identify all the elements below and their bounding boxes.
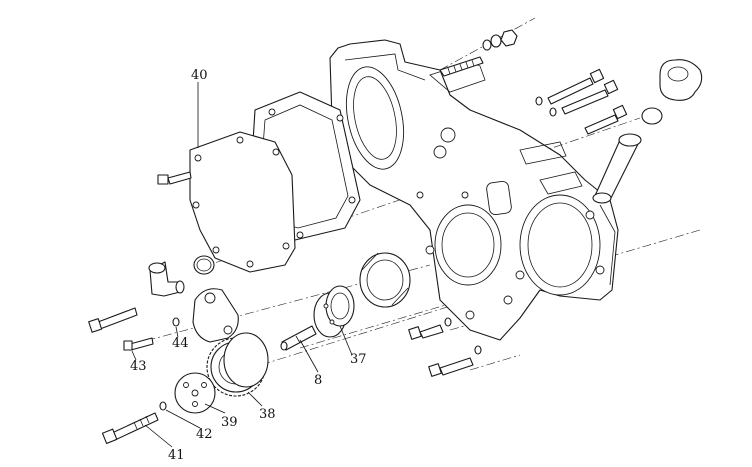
washer-42 [159, 401, 167, 411]
hub-37 [313, 285, 355, 338]
callout-39: 39 [221, 415, 238, 430]
callout-40: 40 [191, 68, 208, 83]
bore-center [434, 204, 502, 286]
gear-38 [206, 332, 269, 397]
gear-case-housing [329, 39, 619, 341]
crank-seal-ring [359, 252, 411, 308]
callout-42: 42 [196, 427, 213, 442]
oil-filler-cap [641, 59, 703, 125]
callout-8: 8 [314, 373, 322, 388]
long-bolt-upper [88, 307, 138, 333]
thrust-washer-39 [174, 372, 216, 414]
callout-44: 44 [172, 336, 189, 351]
bore-right [519, 194, 601, 296]
shaft-8 [280, 325, 317, 351]
callout-41: 41 [168, 448, 185, 463]
lower-right-bolts [408, 317, 482, 377]
elbow-fitting [148, 261, 185, 297]
upper-right-bolts [535, 68, 628, 135]
top-stud-assembly [439, 29, 518, 77]
callout-labels: 40 44 43 8 37 42 39 38 41 [130, 68, 367, 463]
cover-bolt [157, 171, 192, 185]
sleeve-tube [592, 133, 642, 204]
leader-lines [131, 82, 353, 448]
front-cover-plate-40 [189, 131, 296, 273]
screw-43 [123, 337, 154, 351]
bearing-cap [192, 288, 239, 343]
callout-37: 37 [350, 352, 367, 367]
bolt-41 [101, 412, 159, 444]
washer-44 [172, 317, 180, 327]
bore-upper [346, 66, 404, 170]
callout-38: 38 [259, 407, 276, 422]
callout-43: 43 [130, 359, 147, 374]
